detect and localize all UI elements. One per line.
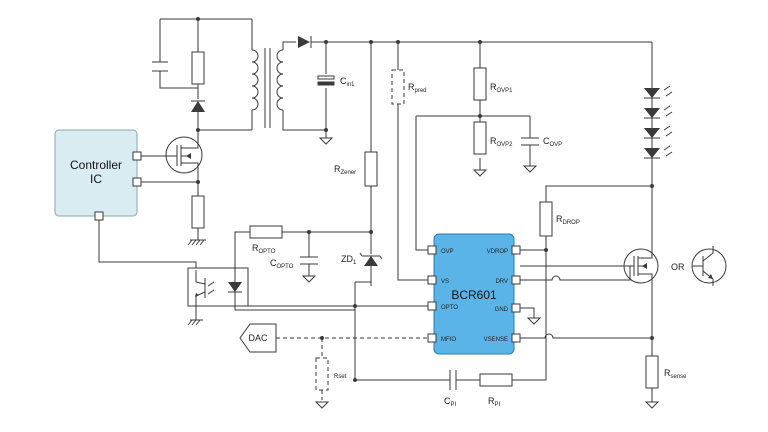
led-1: [644, 85, 673, 99]
zener-diode: ZD1: [341, 232, 383, 282]
secondary-side: Cin1 RZener ZD1 ROPTO: [234, 36, 727, 409]
pin-label-vs: VS: [441, 279, 449, 285]
primary-mosfet: [140, 130, 203, 178]
rpred-label: Rpred: [408, 82, 427, 94]
pin-vs: [427, 275, 437, 285]
bcr601-ic: BCR601 OVP VS OPTO MFIO VDROP DRV GND VS…: [427, 233, 521, 355]
led-2: [644, 105, 673, 119]
snubber-diode: [191, 100, 205, 130]
opto-ground: [187, 306, 203, 326]
pin-vsense: [511, 333, 521, 343]
pin-label-vdrop: VDROP: [487, 249, 508, 255]
pin-vdrop: [511, 245, 521, 255]
cpi-label: CPI: [444, 396, 457, 408]
led-3: [644, 125, 673, 139]
dac-source: DAC: [239, 323, 277, 353]
primary-sense-resistor: [191, 178, 205, 240]
pred-resistor: Rpred: [391, 42, 430, 281]
pi-capacitor: CPI: [444, 370, 466, 408]
rovp2-label: ROVP2: [490, 136, 513, 148]
output-diode: [298, 36, 652, 48]
opto-resistor: ROPTO: [234, 225, 371, 270]
rovp1-label: ROVP1: [490, 82, 513, 94]
primary-ground: [187, 239, 206, 246]
led-4: [644, 145, 673, 159]
pin-label-gnd: GND: [495, 307, 509, 313]
ovp-divider: ROVP1 ROVP2: [472, 42, 513, 177]
transformer-primary: [251, 19, 259, 130]
bipolar-transistor: [691, 246, 727, 286]
controller-label-line2: IC: [90, 172, 102, 186]
pin-label-opto: OPTO: [441, 305, 458, 311]
drop-resistor: RDROP: [516, 185, 652, 251]
pin-label-mfio: MFIO: [441, 337, 456, 343]
pin-gnd: [511, 303, 521, 313]
cin-label: Cin1: [340, 76, 355, 88]
controller-label-line1: Controller: [70, 158, 122, 172]
transformer-secondary: [276, 41, 326, 131]
secondary-ground-1: [318, 130, 334, 145]
copto-label: COPTO: [270, 258, 294, 270]
snubber-capacitor: [152, 60, 168, 75]
pin-label-ovp: OVP: [441, 249, 454, 255]
rset-resistor: Rset: [314, 338, 347, 409]
pin-ovp: [427, 245, 437, 255]
rpi-label: RPI: [488, 396, 501, 408]
pin-opto: [427, 301, 437, 311]
pi-resistor: RPI: [479, 373, 513, 408]
zd1-label: ZD1: [341, 254, 357, 266]
input-capacitor: Cin1: [317, 42, 355, 130]
ovp-capacitor: COVP: [521, 116, 562, 173]
covp-label: COVP: [543, 136, 562, 148]
snubber-resistor: [191, 19, 205, 99]
pin-mfio: [427, 333, 437, 343]
dac-label: DAC: [248, 333, 268, 343]
rsense-label: Rsense: [664, 368, 687, 380]
pin-label-drv: DRV: [495, 279, 508, 285]
or-label: OR: [671, 262, 685, 272]
ic-ground: [516, 307, 542, 325]
sense-resistor: Rsense: [644, 355, 687, 409]
rzener-label: RZener: [334, 164, 356, 176]
zener-resistor: RZener: [334, 42, 378, 232]
primary-side: Controller IC: [54, 17, 326, 326]
controller-ic: Controller IC: [54, 129, 142, 221]
led-string: [644, 42, 673, 250]
optocoupler: [187, 267, 249, 310]
rset-label: Rset: [334, 374, 347, 380]
opto-capacitor: COPTO: [270, 232, 318, 283]
ic-name: BCR601: [451, 288, 497, 302]
ropto-label: ROPTO: [252, 243, 276, 255]
pin-label-vsense: VSENSE: [484, 337, 508, 343]
pin-drv: [511, 275, 521, 285]
output-mosfet: [516, 248, 659, 300]
rdrop-label: RDROP: [556, 214, 580, 226]
